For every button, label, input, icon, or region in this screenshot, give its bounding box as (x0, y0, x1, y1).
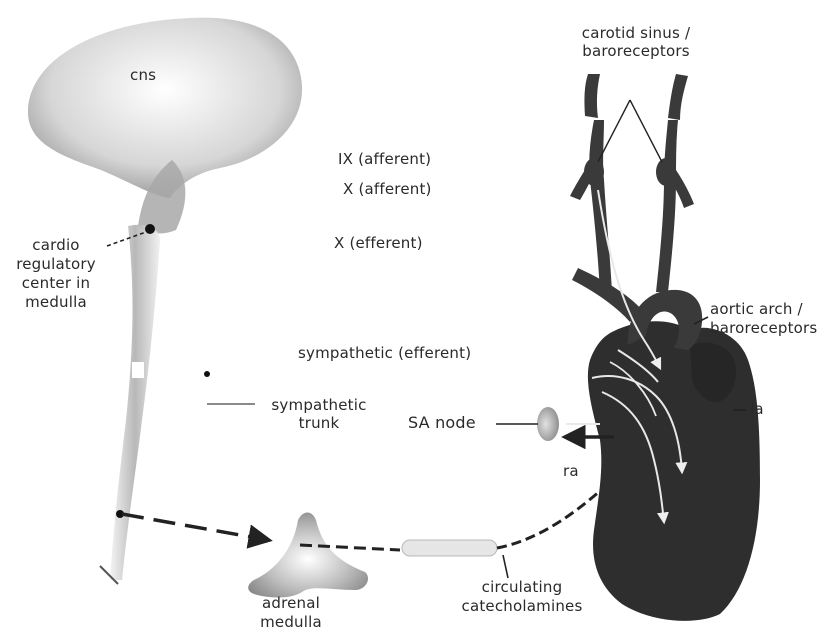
left-carotid-sinus (584, 158, 604, 186)
carotid-label-line-2: baroreceptors (556, 42, 716, 60)
cardio-label-line-2: regulatory (6, 255, 106, 274)
spinal-cord-shape (110, 225, 160, 580)
cardio-label-line-3: center in (6, 274, 106, 293)
left-external-carotid (584, 74, 600, 118)
circulating-leader (503, 555, 508, 578)
x-afferent-label: X (afferent) (343, 180, 432, 198)
cardio-center-dot (145, 224, 155, 234)
adrenal-label-line-2: medulla (236, 613, 346, 632)
sa-node-shape (537, 407, 559, 441)
sympathetic-efferent-label: sympathetic (efferent) (298, 344, 471, 362)
ra-label: ra (563, 462, 579, 480)
cardio-label-line-4: medulla (6, 293, 106, 312)
carotid-sinus-label: carotid sinus / baroreceptors (556, 24, 716, 60)
sympathetic-ganglion-dot (204, 371, 210, 377)
right-carotid-artery (656, 120, 678, 292)
sa-node-label: SA node (408, 414, 476, 432)
adrenal-medulla-label: adrenal medulla (236, 594, 346, 632)
circulating-label-line-2: catecholamines (442, 597, 602, 616)
cns-label: cns (130, 66, 156, 84)
right-carotid-sinus (656, 158, 676, 186)
circulating-catecholamines-label: circulating catecholamines (442, 578, 602, 616)
cardio-center-label: cardio regulatory center in medulla (6, 236, 106, 312)
adrenal-gland (248, 513, 368, 598)
adrenal-label-line-1: adrenal (236, 594, 346, 613)
trunk-label-line-2: trunk (254, 414, 384, 432)
cord-to-adrenal-arrow (122, 514, 268, 540)
x-efferent-label: X (efferent) (334, 234, 423, 252)
right-external-carotid (668, 74, 688, 120)
la-label: la (750, 400, 764, 418)
aortic-arch-label: aortic arch / baroreceptors (710, 300, 817, 338)
ix-afferent-label: IX (afferent) (338, 150, 431, 168)
aortic-label-line-1: aortic arch / (710, 300, 817, 319)
catecholamine-capsule (402, 540, 497, 556)
sympathetic-trunk-label: sympathetic trunk (254, 396, 384, 432)
cardio-label-line-1: cardio (6, 236, 106, 255)
aortic-label-line-2: baroreceptors (710, 319, 817, 338)
circulating-label-line-1: circulating (442, 578, 602, 597)
trunk-label-line-1: sympathetic (254, 396, 384, 414)
carotid-pointer-right (630, 100, 662, 162)
carotid-label-line-1: carotid sinus / (556, 24, 716, 42)
cord-gap-mark (132, 362, 144, 378)
